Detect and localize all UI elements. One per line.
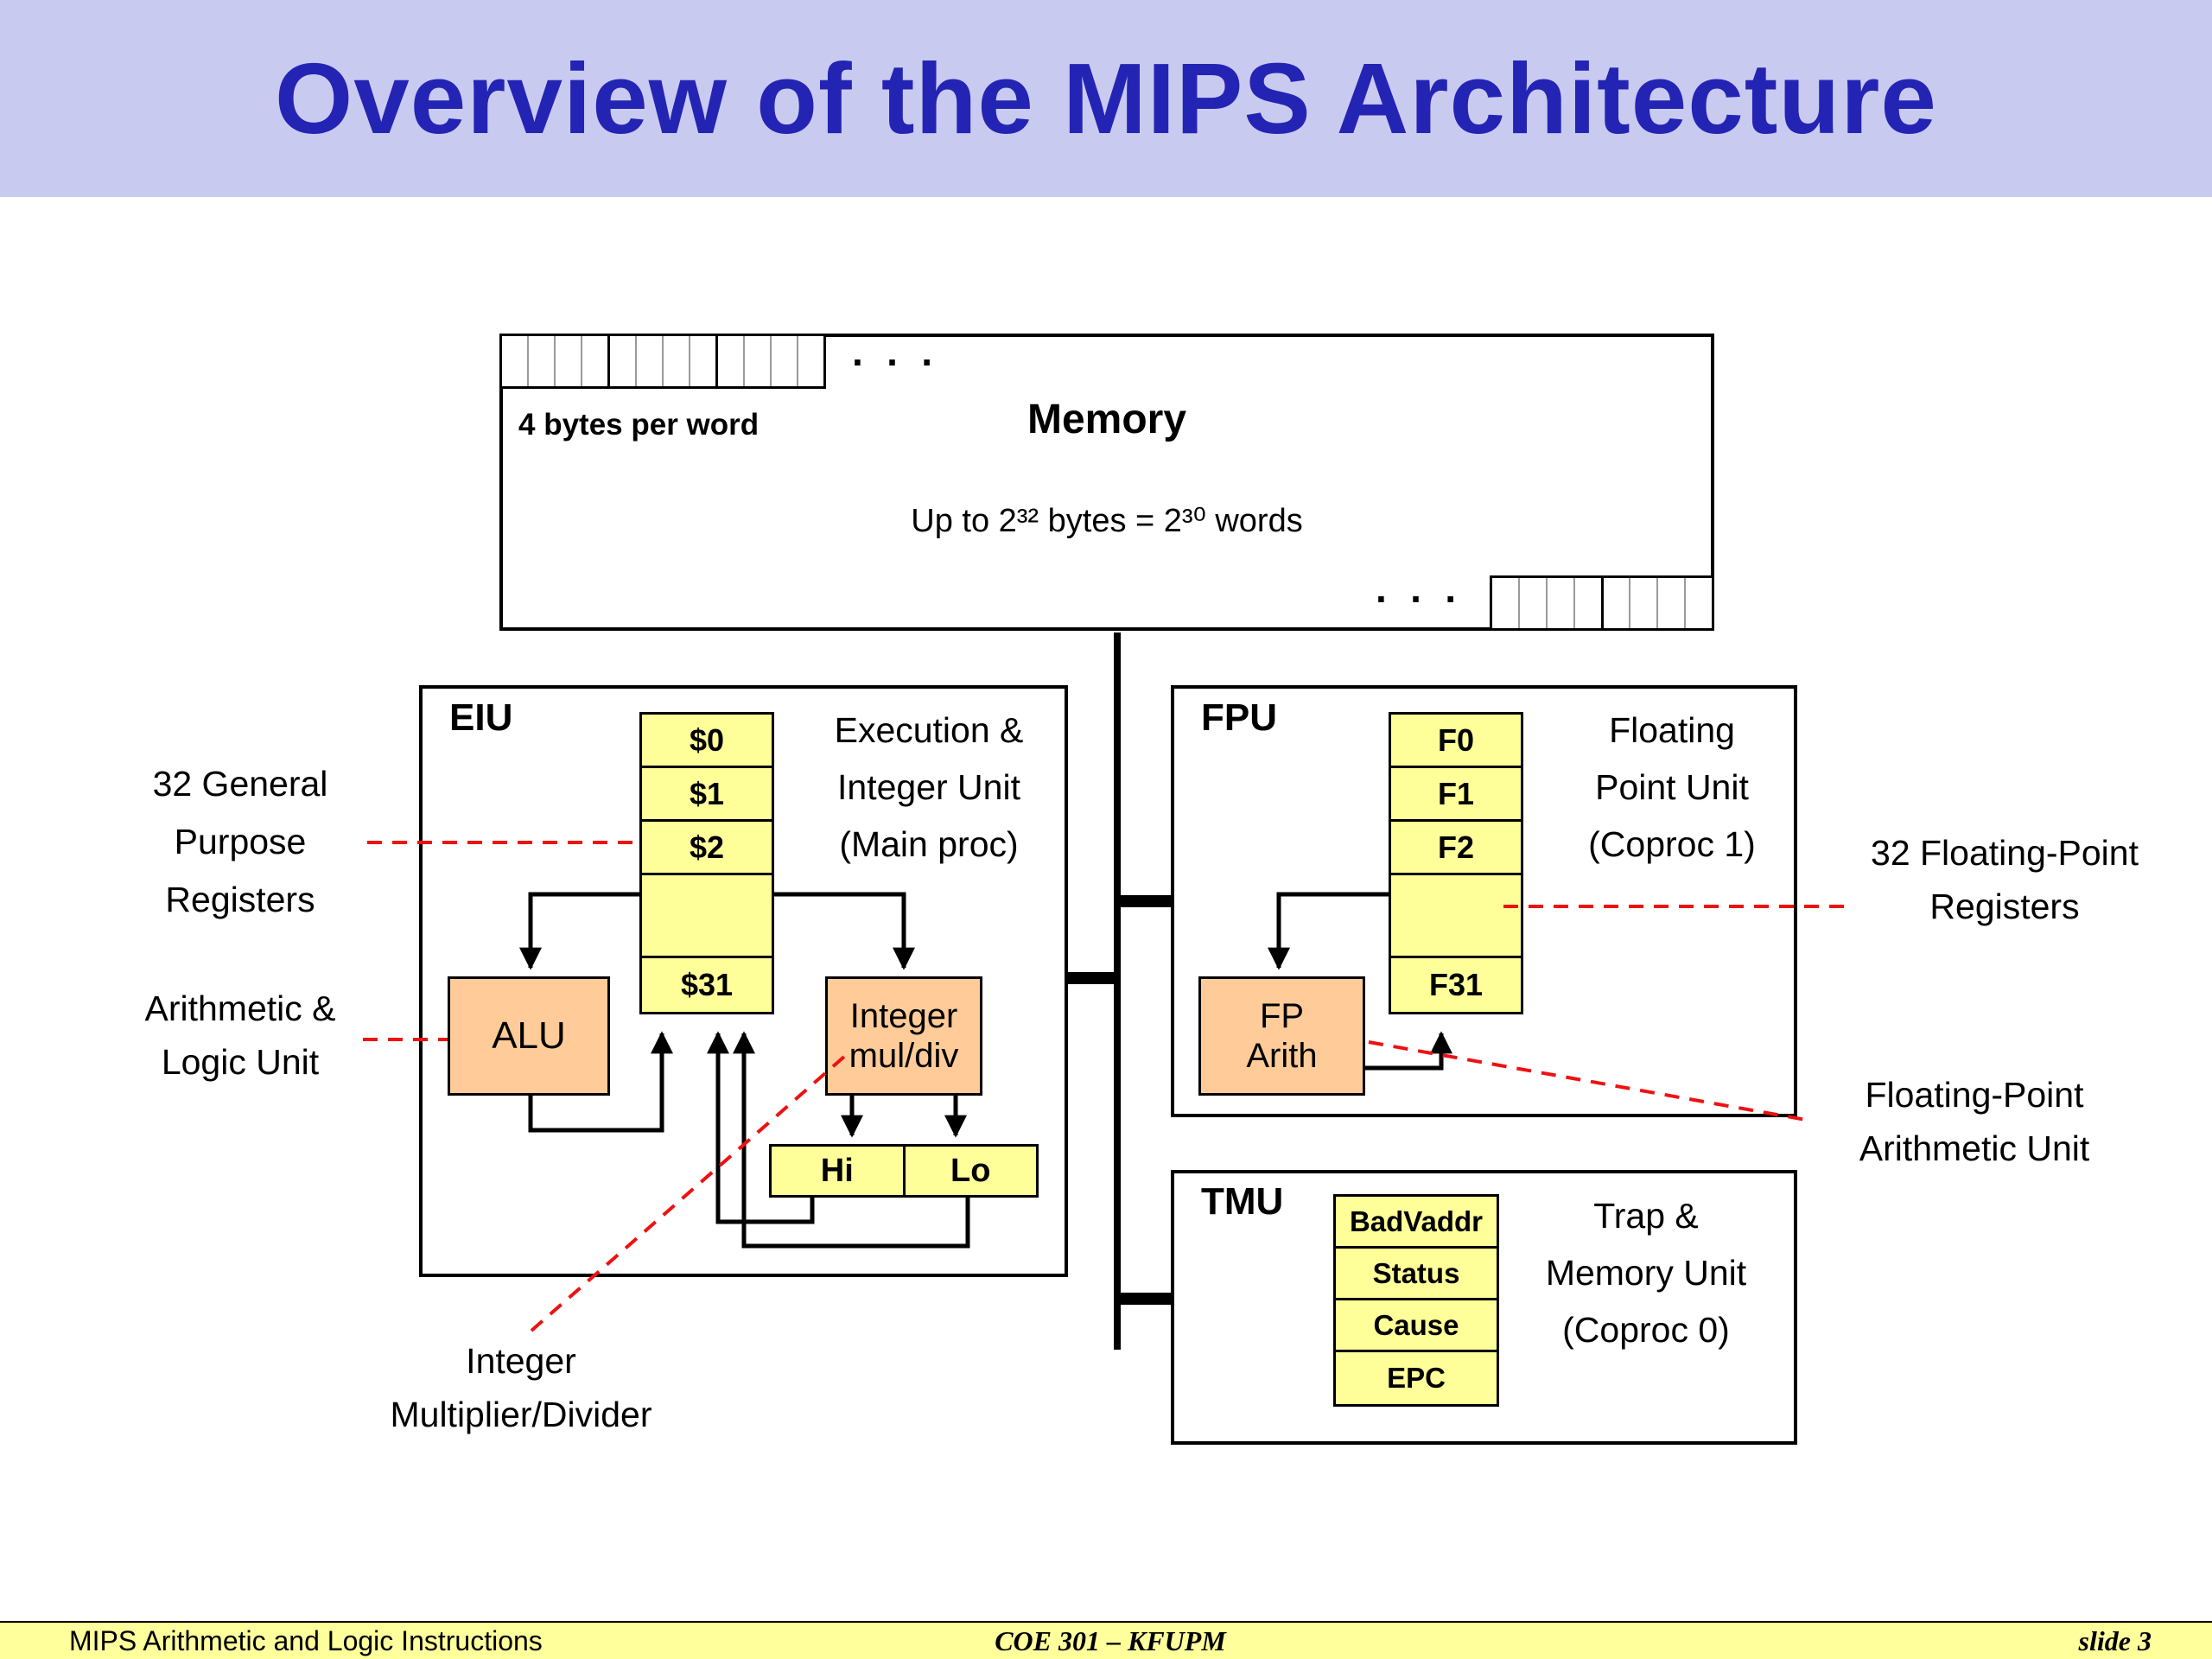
- footer-course-code: COE 301 – KFUPM: [995, 1624, 1226, 1656]
- byte-cell: [554, 336, 581, 386]
- register-cell: $31: [642, 958, 772, 1012]
- fpu-description-line: Floating: [1609, 710, 1735, 750]
- register-cell-blank: [642, 875, 772, 958]
- byte-cell: [527, 336, 554, 386]
- byte-cell: [1600, 578, 1630, 628]
- tmu-description-line: Trap &: [1593, 1196, 1699, 1236]
- label-alu: Arithmetic & Logic Unit: [76, 982, 404, 1089]
- fp-arith-box: FP Arith: [1198, 976, 1365, 1096]
- register-cell: F2: [1391, 822, 1521, 875]
- memory-byte-cells-top: [499, 334, 826, 389]
- register-cell: F1: [1391, 768, 1521, 822]
- memory-byte-cells-bottom: [1490, 575, 1714, 631]
- label-fpr: 32 Floating-Point Registers: [1810, 826, 2199, 933]
- tmu-description-line: Memory Unit: [1545, 1253, 1747, 1293]
- alu-box: ALU: [448, 976, 610, 1096]
- label-muldiv: Integer Multiplier/Divider: [318, 1334, 724, 1441]
- eiu-label: EIU: [449, 696, 513, 739]
- label-alu-line: Logic Unit: [161, 1042, 320, 1082]
- hi-cell: Hi: [820, 1152, 854, 1189]
- byte-cell: [1492, 578, 1518, 628]
- byte-cell: [1656, 578, 1684, 628]
- label-alu-line: Arithmetic &: [144, 988, 336, 1028]
- register-cell: BadVaddr: [1336, 1197, 1497, 1249]
- footer: MIPS Arithmetic and Logic Instructions C…: [0, 1621, 2212, 1659]
- register-cell-blank: [1391, 875, 1521, 958]
- footer-course-title: MIPS Arithmetic and Logic Instructions: [69, 1624, 543, 1656]
- byte-cell: [607, 336, 635, 386]
- byte-cell: [1684, 578, 1712, 628]
- register-cell: $1: [642, 768, 772, 822]
- alu-label: ALU: [492, 1014, 566, 1057]
- label-fpr-line: 32 Floating-Point: [1871, 833, 2139, 873]
- memory-label: Memory: [1027, 397, 1187, 442]
- label-muldiv-line: Multiplier/Divider: [390, 1395, 652, 1434]
- tmu-description-line: (Coproc 0): [1562, 1310, 1730, 1350]
- register-cell: Status: [1336, 1249, 1497, 1300]
- label-gpr-line: Purpose: [174, 822, 307, 861]
- register-stack-fpu: F0 F1 F2 F31: [1389, 712, 1523, 1014]
- register-cell: EPC: [1336, 1352, 1497, 1404]
- byte-cell: [502, 336, 527, 386]
- hi-lo-registers: Hi Lo: [769, 1144, 1039, 1198]
- label-fparith-line: Floating-Point: [1865, 1075, 2084, 1115]
- memory-capacity: Up to 2³² bytes = 2³⁰ words: [911, 503, 1303, 539]
- byte-cell: [689, 336, 715, 386]
- eiu-description-line: (Main proc): [839, 824, 1019, 864]
- register-cell: $2: [642, 822, 772, 875]
- label-fparith-line: Arithmetic Unit: [1859, 1128, 2090, 1168]
- byte-cell: [797, 336, 823, 386]
- byte-cell: [581, 336, 607, 386]
- register-cell: F31: [1391, 958, 1521, 1012]
- register-cell: F0: [1391, 715, 1521, 768]
- muldiv-label-line: mul/div: [849, 1037, 959, 1075]
- label-gpr-line: 32 General: [152, 764, 328, 804]
- fpu-description-line: Point Unit: [1595, 767, 1749, 807]
- label-muldiv-line: Integer: [466, 1341, 576, 1381]
- memory-ellipsis-bottom: · · ·: [1376, 576, 1464, 621]
- eiu-description: Execution & Integer Unit (Main proc): [782, 702, 1076, 873]
- byte-cell: [1545, 578, 1573, 628]
- register-cell: Cause: [1336, 1300, 1497, 1352]
- label-fpr-line: Registers: [1929, 887, 2080, 926]
- tmu-label: TMU: [1201, 1180, 1284, 1223]
- label-gpr: 32 General Purpose Registers: [76, 755, 404, 929]
- slide-title: Overview of the MIPS Architecture: [275, 42, 1937, 155]
- byte-cell: [770, 336, 797, 386]
- fp-arith-line: Arith: [1246, 1037, 1318, 1075]
- byte-cell: [743, 336, 770, 386]
- lo-cell: Lo: [902, 1147, 1037, 1195]
- header-band: Overview of the MIPS Architecture: [0, 0, 2212, 197]
- byte-cell: [635, 336, 662, 386]
- register-stack-eiu: $0 $1 $2 $31: [639, 712, 774, 1014]
- integer-muldiv-box: Integer mul/div: [825, 976, 982, 1096]
- memory-ellipsis-top: · · ·: [852, 340, 940, 385]
- register-stack-tmu: BadVaddr Status Cause EPC: [1333, 1194, 1499, 1407]
- tmu-description: Trap & Memory Unit (Coproc 0): [1508, 1187, 1784, 1358]
- label-gpr-line: Registers: [165, 880, 315, 919]
- byte-cell: [662, 336, 689, 386]
- word-size-note: 4 bytes per word: [518, 408, 760, 442]
- byte-cell: [1517, 578, 1546, 628]
- fpu-description: Floating Point Unit (Coproc 1): [1529, 702, 1815, 873]
- eiu-description-line: Integer Unit: [837, 767, 1020, 807]
- fpu-description-line: (Coproc 1): [1588, 824, 1756, 864]
- byte-cell: [715, 336, 743, 386]
- label-fparith: Floating-Point Arithmetic Unit: [1763, 1068, 2186, 1175]
- register-cell: $0: [642, 715, 772, 768]
- muldiv-label-line: Integer: [849, 997, 958, 1035]
- footer-slide-number: slide 3: [2078, 1624, 2152, 1656]
- fpu-label: FPU: [1201, 696, 1277, 739]
- byte-cell: [1629, 578, 1656, 628]
- byte-cell: [1573, 578, 1601, 628]
- eiu-description-line: Execution &: [834, 710, 1024, 750]
- fp-arith-line: FP: [1259, 997, 1305, 1035]
